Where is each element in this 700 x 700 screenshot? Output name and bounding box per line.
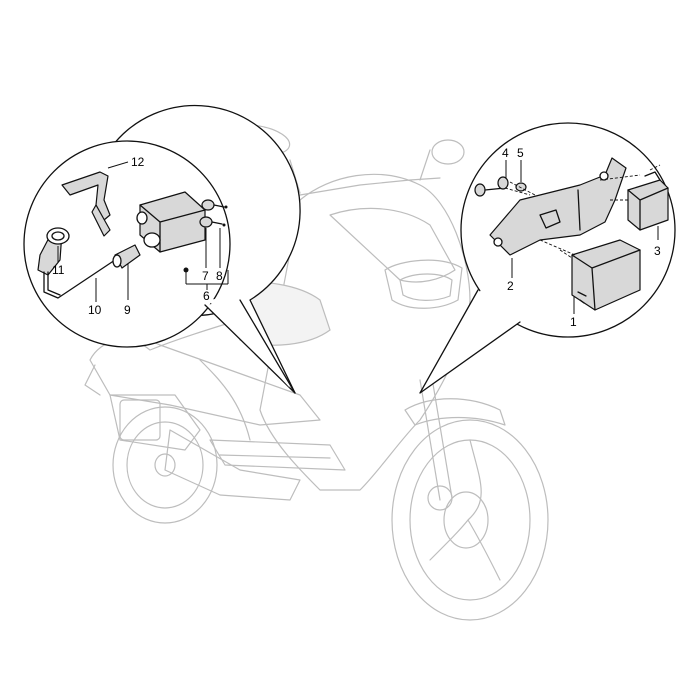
callout-8: 8 [216,269,223,283]
callout-2: 2 [507,279,514,293]
callout-10: 10 [88,303,102,317]
part-3-regulator [627,171,669,231]
part-1-control-unit [571,239,641,311]
callout-5: 5 [517,146,524,160]
assembly-dashes [539,164,661,259]
rear-wheel [112,406,218,524]
part-11-spark-plug-cap [37,227,70,276]
callout-11: 11 [52,263,65,277]
front-wheel [391,419,549,621]
callout-3: 3 [654,244,661,258]
part-12-bracket [61,171,111,237]
part-4-5-fasteners [474,176,536,197]
part-2-mounting-bracket [489,157,627,256]
callout-7: 7 [202,269,209,283]
callout-labels: 12 11 10 9 7 8 6 4 5 3 2 1 [52,146,661,329]
callout-6: 6 [203,289,210,303]
ignition-coil [136,191,206,253]
part-7-8-nuts [183,199,228,273]
callout-12: 12 [131,155,145,169]
part-9-boot [112,244,141,269]
callout-4: 4 [502,146,509,160]
callout-1: 1 [570,315,577,329]
callout-9: 9 [124,303,131,317]
